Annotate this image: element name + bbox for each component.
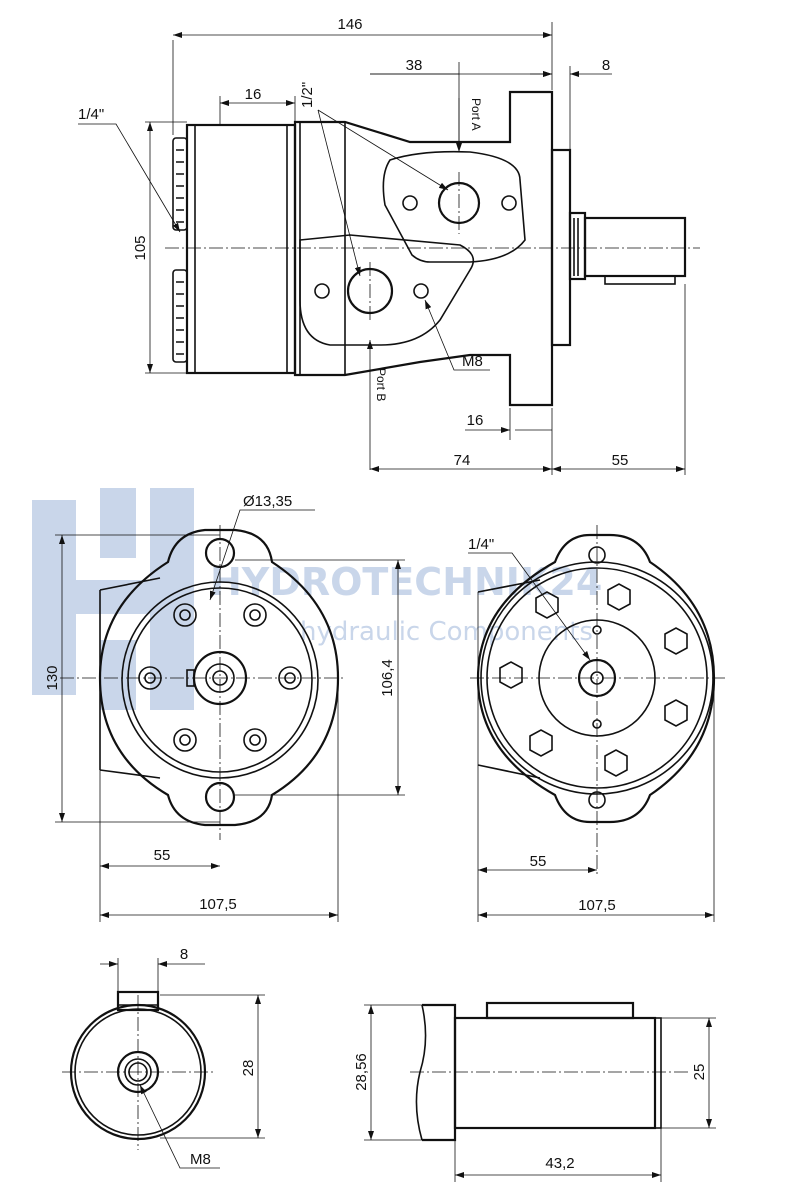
dim-38: 38 [406,57,423,74]
side-view: 146 38 8 16 105 1/4" 1/2" Port A Port B [78,16,700,475]
watermark: HYDROTECHNIK24 hydraulic Components [32,488,602,710]
label-half-inch: 1/2" [299,82,316,108]
dim-16-top: 16 [245,86,262,103]
shaft-end-view: 8 28 M8 [62,946,265,1169]
label-quarter-inch-rear: 1/4" [468,536,494,553]
dim-28: 28 [240,1060,257,1077]
motor-body-side [172,90,687,407]
front-view: Ø13,35 130 106,4 55 107,5 [44,493,405,922]
label-port-a: Port A [469,98,483,131]
dim-55-side: 55 [612,452,629,469]
dim-43-2: 43,2 [545,1155,574,1172]
label-m8-shaft: M8 [190,1151,211,1168]
dim-130: 130 [44,665,61,690]
watermark-logo [32,488,194,710]
dim-8-shaft: 8 [180,946,188,963]
label-m8-side: M8 [462,353,483,370]
dim-146: 146 [337,16,362,33]
rear-view: 1/4" 55 107,5 [468,525,725,922]
dim-107-5-front: 107,5 [199,896,237,913]
watermark-tagline: hydraulic Components [300,617,593,647]
dim-28-56: 28,56 [353,1053,370,1091]
label-port-b: Port B [374,368,388,401]
label-quarter-inch-side: 1/4" [78,106,104,123]
shaft-side-view: 28,56 25 43,2 [353,1001,716,1182]
dim-55-rear: 55 [530,853,547,870]
dim-16-bottom: 16 [467,412,484,429]
dim-hole-diameter: Ø13,35 [243,493,292,510]
dim-55-front: 55 [154,847,171,864]
dim-105: 105 [132,235,149,260]
dim-25: 25 [691,1064,708,1081]
dim-106-4: 106,4 [379,659,396,697]
dim-74: 74 [454,452,471,469]
dim-8-top: 8 [602,57,610,74]
dim-107-5-rear: 107,5 [578,897,616,914]
